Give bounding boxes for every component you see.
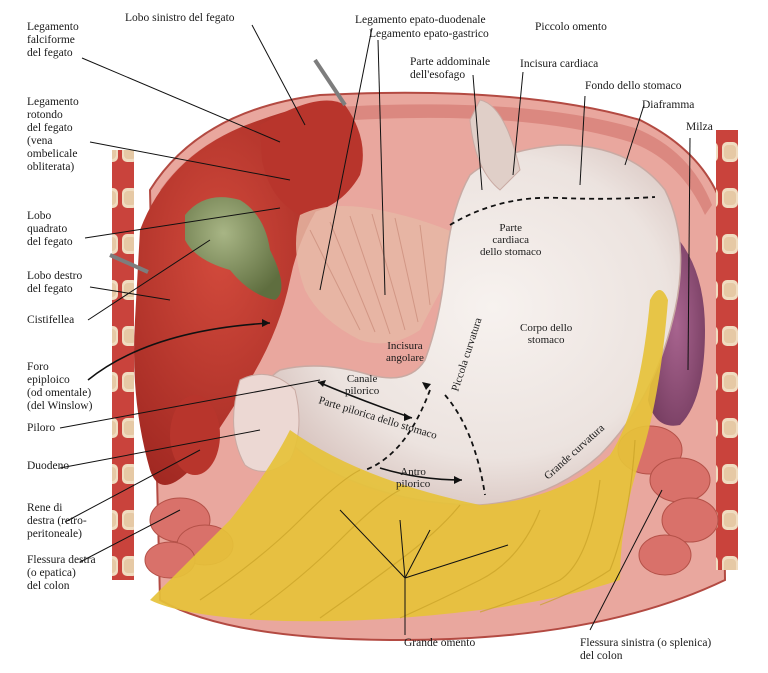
label-cardiac-part: Parte cardiaca dello stomaco <box>480 222 542 258</box>
label-hepatoduodenal-ligament: Legamento epato-duodenale <box>355 14 486 26</box>
label-quadrate-lobe: Lobo quadrato del fegato <box>27 210 73 248</box>
label-pylorus: Piloro <box>27 422 56 434</box>
label-gallbladder: Cistifellea <box>27 314 75 326</box>
label-abdominal-esophagus: Parte addominale dell'esofago <box>410 56 491 81</box>
label-angular-notch: Incisura angolare <box>386 340 424 364</box>
label-lesser-omentum: Piccolo omento <box>535 21 607 33</box>
label-duodenum: Duodeno <box>27 460 70 472</box>
label-right-colic-flexure: Flessura destra (o epatica) del colon <box>27 554 96 592</box>
label-fundus: Fondo dello stomaco <box>585 80 682 92</box>
retractor-left <box>109 253 149 274</box>
label-pyloric-canal: Canale pilorico <box>345 373 380 397</box>
label-epiploic-foramen: Foro epiploico (od omentale) (del Winslo… <box>27 361 93 412</box>
arrows <box>87 322 463 481</box>
label-left-colic-flexure: Flessura sinistra (o splenica) del colon <box>580 637 712 662</box>
boundary-lines <box>364 196 656 496</box>
label-round-ligament: Legamento rotondo del fegato (vena ombel… <box>27 96 79 173</box>
right-kidney <box>170 395 220 475</box>
label-hepatogastric-ligament: Legamento epato-gastrico <box>369 28 489 40</box>
label-cardiac-notch: Incisura cardiaca <box>520 58 599 70</box>
right-rib-column <box>112 150 134 580</box>
left-rib-column <box>716 130 738 570</box>
label-diaphragm: Diaframma <box>642 99 695 111</box>
hepatogastric-ligament <box>296 206 470 344</box>
label-left-liver-lobe: Lobo sinistro del fegato <box>125 12 235 24</box>
label-right-liver-lobe: Lobo destro del fegato <box>27 270 83 295</box>
retractor-top <box>313 58 347 107</box>
label-right-kidney: Rene di destra (retro- peritoneale) <box>27 502 87 540</box>
label-spleen: Milza <box>686 121 713 133</box>
gallbladder <box>185 197 282 300</box>
label-falciform-ligament: Legamento falciforme del fegato <box>27 21 79 59</box>
esophagus <box>469 99 521 191</box>
left-liver-lobe <box>260 100 363 215</box>
greater-omentum <box>150 290 668 622</box>
label-pyloric-antrum: Antro pilorico <box>396 466 431 490</box>
label-greater-omentum: Grande omento <box>404 637 476 649</box>
leader-lines <box>59 24 691 635</box>
label-stomach-body: Corpo dello stomaco <box>520 322 573 346</box>
